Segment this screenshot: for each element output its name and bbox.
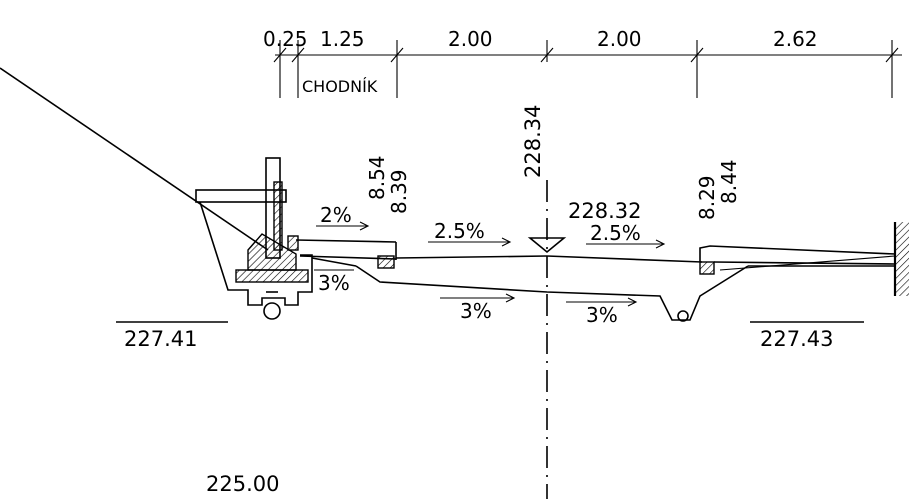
dimension-tick (273, 47, 287, 63)
dimension-tick (690, 47, 704, 63)
dimension-2-62: 2.62 (773, 27, 818, 51)
dimension-tick (540, 47, 554, 63)
small-bearing (287, 235, 299, 251)
arrow-head (627, 297, 638, 307)
dimension-1-25: 1.25 (320, 27, 365, 51)
edge-beam-outline (199, 201, 313, 306)
level-deck-mid: 228.32 (568, 199, 641, 223)
dimension-2-00-right: 2.00 (597, 27, 642, 51)
right-slope-line (719, 255, 896, 271)
sidewalk-deck (295, 239, 397, 269)
slope-arrows (314, 221, 666, 307)
dimension-2-00-left: 2.00 (448, 27, 493, 51)
slope-under-right: 3% (586, 303, 618, 327)
dimension-0-25: 0.25 (263, 27, 308, 51)
drain-pipe-left (263, 302, 281, 320)
level-marker-triangle (527, 237, 567, 254)
level-ground: 225.00 (206, 472, 279, 496)
level-axis-top: 228.34 (521, 105, 545, 178)
dimension-tick (390, 47, 404, 63)
arrow-head (655, 239, 666, 249)
slope-under-left: 3% (460, 299, 492, 323)
deck-top-left (395, 255, 548, 259)
embankment-slope-line (0, 67, 269, 251)
deck-underside (355, 265, 749, 321)
level-bottom-left: 227.41 (124, 327, 197, 351)
dimension-chain: 0.25 1.25 2.00 2.00 2.62 (263, 27, 902, 98)
arrow-head (505, 293, 516, 303)
slope-sidewalk: 2% (320, 203, 352, 227)
anchor-block (247, 233, 297, 271)
sidewalk-underside (299, 255, 397, 260)
dimension-tick (885, 47, 899, 63)
level-left-b: 8.39 (387, 169, 411, 214)
slope-deck-right: 2.5% (590, 221, 641, 245)
drain-pipe-right (677, 310, 689, 322)
left-edge-beam (195, 157, 313, 320)
level-right-a: 8.29 (695, 175, 719, 220)
right-abutment-hatch (895, 222, 909, 296)
level-right-b: 8.44 (717, 159, 741, 204)
dimension-tick (291, 47, 305, 63)
carriageway-deck (311, 222, 909, 322)
deck-top-right (546, 255, 703, 263)
level-left-a: 8.54 (365, 155, 389, 200)
right-sidewalk-edge (699, 245, 896, 264)
arrow-head (501, 237, 512, 247)
slope-under-outer: 3% (318, 271, 350, 295)
curb-insert-right (699, 261, 715, 275)
railing-post-anchor (273, 181, 283, 251)
deck-underside-left (311, 257, 357, 267)
slope-deck-left: 2.5% (434, 219, 485, 243)
base-plate (235, 269, 309, 283)
level-bottom-right: 227.43 (760, 327, 833, 351)
arrow-head (359, 221, 370, 231)
railing-top-plate (195, 189, 287, 203)
sidewalk-surface (295, 239, 397, 243)
sidewalk-label: CHODNÍK (302, 77, 378, 96)
